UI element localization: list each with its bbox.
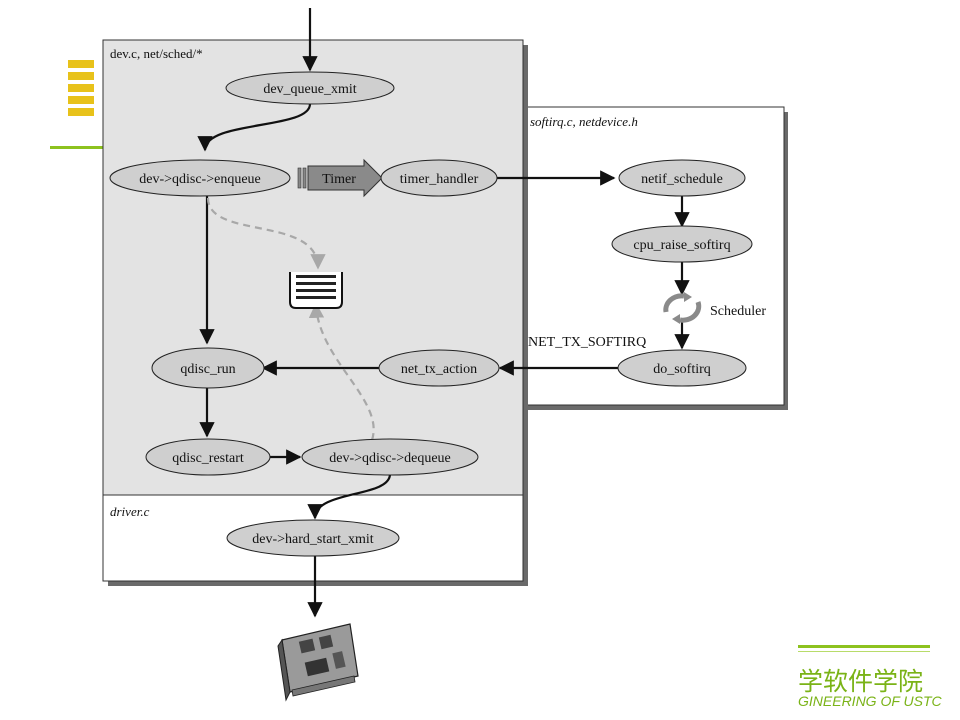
dev-region: dev.c, net/sched/* driver.c: [102, 39, 528, 586]
node-hard-start-xmit-label: dev->hard_start_xmit: [252, 532, 374, 547]
network-card-image: [277, 623, 359, 702]
node-net-tx-action: net_tx_action: [378, 349, 500, 387]
node-dev-queue-xmit: dev_queue_xmit: [225, 71, 395, 105]
node-timer-handler: timer_handler: [380, 159, 498, 197]
node-dequeue: dev->qdisc->dequeue: [301, 438, 479, 476]
net-tx-softirq-label: NET_TX_SOFTIRQ: [528, 335, 646, 350]
logo-fragment: [50, 60, 106, 149]
node-do-softirq-label: do_softirq: [653, 362, 711, 377]
node-netif-schedule-label: netif_schedule: [641, 172, 723, 187]
queue-icon: [289, 272, 343, 309]
node-do-softirq: do_softirq: [617, 349, 747, 387]
brand-accent-line: [798, 645, 930, 648]
brand-accent-line-thin: [798, 651, 930, 652]
brand-text-cn: 学软件学院: [798, 667, 924, 696]
node-hard-start-xmit: dev->hard_start_xmit: [226, 519, 400, 557]
dashed-enqueue-to-queue: [206, 197, 326, 270]
node-dev-queue-xmit-label: dev_queue_xmit: [263, 82, 356, 97]
timer-label: Timer: [322, 172, 356, 187]
node-enqueue: dev->qdisc->enqueue: [109, 159, 291, 197]
dev-region-label: dev.c, net/sched/*: [110, 46, 203, 61]
scheduler-cycle-icon: [663, 292, 702, 324]
node-net-tx-action-label: net_tx_action: [401, 362, 477, 377]
node-timer-handler-label: timer_handler: [400, 172, 479, 187]
node-qdisc-run: qdisc_run: [151, 347, 265, 389]
node-netif-schedule: netif_schedule: [618, 159, 746, 197]
arrow-xmit-to-enqueue: [197, 103, 312, 152]
softirq-region-label: softirq.c, netdevice.h: [530, 114, 638, 129]
node-qdisc-run-label: qdisc_run: [180, 362, 235, 377]
dashed-dequeue-from-queue: [308, 302, 375, 441]
scheduler-label: Scheduler: [710, 304, 766, 319]
brand-text-en: GINEERING OF USTC: [798, 693, 942, 709]
timer-block: Timer: [297, 158, 383, 198]
node-qdisc-restart-label: qdisc_restart: [172, 451, 244, 466]
node-qdisc-restart: qdisc_restart: [145, 438, 271, 476]
driver-region-label: driver.c: [110, 504, 150, 519]
node-enqueue-label: dev->qdisc->enqueue: [139, 172, 261, 187]
arrow-dequeue-to-driver: [307, 473, 392, 520]
node-cpu-raise-softirq: cpu_raise_softirq: [611, 225, 753, 263]
node-cpu-raise-softirq-label: cpu_raise_softirq: [633, 238, 730, 253]
node-dequeue-label: dev->qdisc->dequeue: [329, 451, 451, 466]
